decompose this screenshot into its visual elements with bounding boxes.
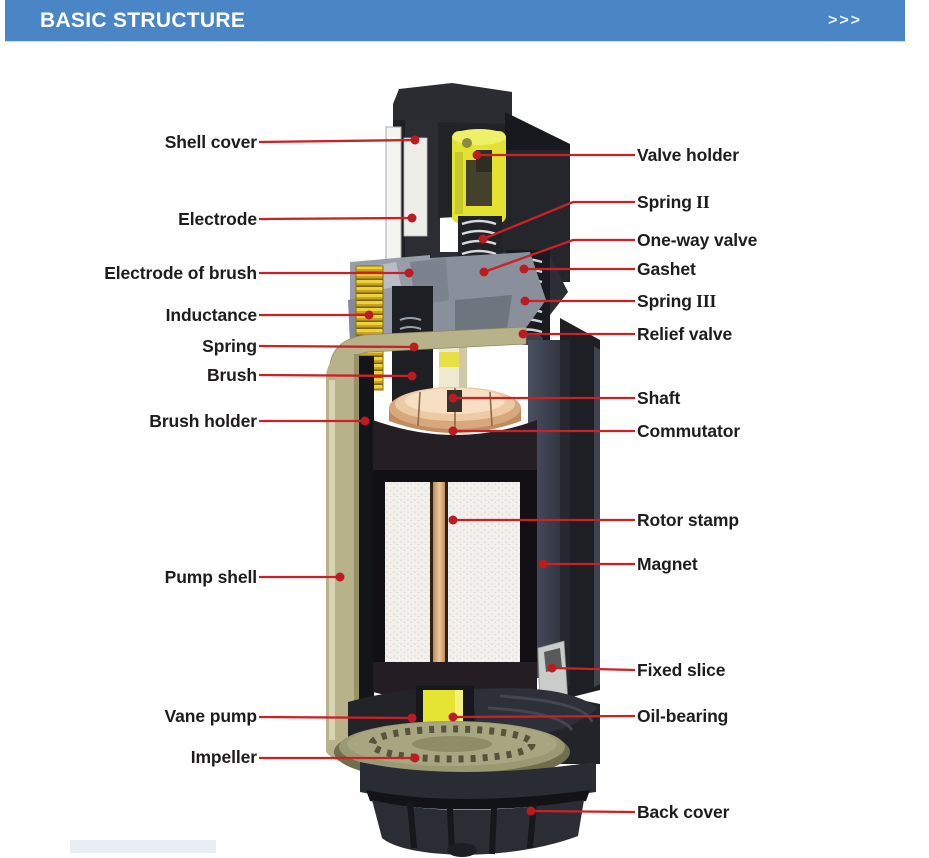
- pump-shell-part: [326, 326, 597, 762]
- label-rotor-stamp: Rotor stamp: [637, 510, 739, 530]
- label-brush-holder: Brush holder: [149, 411, 257, 431]
- leader-dots: [335, 135, 557, 816]
- label-spring: Spring: [202, 336, 257, 356]
- page-title: BASIC STRUCTURE: [40, 8, 246, 32]
- label-commutator: Commutator: [637, 421, 741, 441]
- header-banner: BASIC STRUCTURE >>>: [5, 0, 905, 41]
- label-electrode: Electrode: [178, 209, 257, 229]
- label-spring-iii: Spring III: [637, 291, 717, 311]
- label-impeller: Impeller: [190, 747, 257, 767]
- rotor-part: [373, 420, 537, 703]
- chevrons-more-icon[interactable]: >>>: [827, 11, 862, 29]
- label-one-way-valve: One-way valve: [637, 230, 758, 250]
- label-brush: Brush: [206, 365, 257, 385]
- impeller-part: [334, 721, 570, 782]
- label-oil-bearing: Oil-bearing: [637, 706, 729, 726]
- label-pump-shell: Pump shell: [164, 567, 257, 587]
- label-inductance: Inductance: [165, 305, 257, 325]
- label-shaft: Shaft: [637, 388, 681, 408]
- spring-part: [399, 317, 422, 348]
- label-spring-ii: Spring II: [637, 192, 710, 212]
- rotor-stamp-part: [385, 482, 520, 664]
- label-electrode-of-brush: Electrode of brush: [104, 263, 257, 283]
- commutator-part: [389, 387, 521, 433]
- label-vane-pump: Vane pump: [164, 706, 258, 726]
- label-gashet: Gashet: [637, 259, 696, 279]
- watermark-remnant: [70, 840, 216, 853]
- back-cover-part: [360, 762, 596, 857]
- label-shell-cover: Shell cover: [164, 132, 257, 152]
- leader-lines: [258, 138, 636, 814]
- label-magnet: Magnet: [637, 554, 698, 574]
- label-fixed-slice: Fixed slice: [637, 660, 726, 680]
- label-relief-valve: Relief valve: [637, 324, 733, 344]
- label-valve-holder: Valve holder: [637, 145, 739, 165]
- label-back-cover: Back cover: [637, 802, 730, 822]
